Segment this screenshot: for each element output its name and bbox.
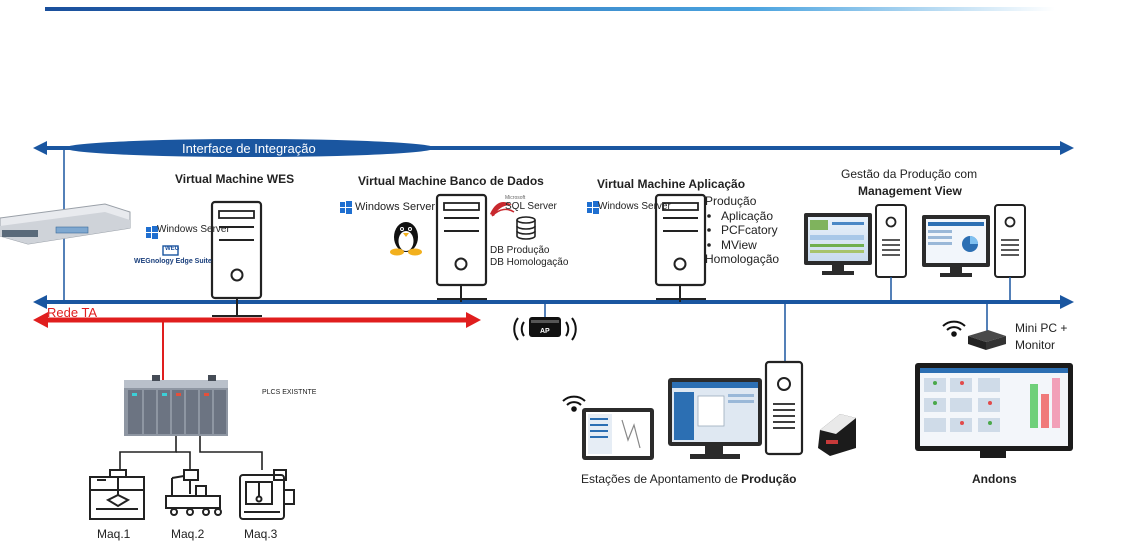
station-monitor-icon — [668, 378, 762, 459]
header-rule — [45, 7, 1055, 11]
plc-rack-icon — [124, 375, 228, 436]
windows-logo-icon — [587, 201, 599, 214]
weg-logo-icon — [162, 245, 179, 256]
minipc-label-line2: Monitor — [1015, 338, 1056, 352]
management-workstation-1-icon — [804, 204, 907, 278]
andons-label: Andons — [972, 472, 1017, 486]
app-pcfcatory-label: PCFcatory — [721, 223, 778, 237]
rede-ta-label: Rede TA — [47, 305, 98, 320]
app-bullets — [707, 214, 711, 247]
server-app-icon — [654, 193, 707, 302]
management-title-line1: Gestão da Produção com — [841, 167, 978, 181]
weg-logo-text: WEG — [165, 246, 180, 252]
tablet-icon — [582, 408, 654, 460]
integration-label: Interface de Integração — [182, 141, 316, 156]
management-workstation-2-icon — [922, 204, 1026, 278]
vm-app-os: Windows Server — [598, 201, 671, 212]
machine-1-label: Maq.1 — [97, 527, 131, 541]
plcs-label: PLCS EXISTNTE — [262, 389, 317, 396]
windows-logo-icon — [146, 226, 158, 239]
vm-wes-title: Virtual Machine WES — [175, 172, 295, 186]
label-printer-icon — [818, 414, 856, 456]
app-aplicacao-label: Aplicação — [721, 209, 774, 223]
vm-wes-os: Windows Server — [157, 224, 230, 235]
machine-3-icon — [239, 469, 295, 520]
machine-wiring — [119, 436, 263, 470]
network-switch-icon — [0, 203, 131, 245]
sql-server-logo-icon — [490, 201, 515, 217]
env-producao-label: Produção — [705, 194, 757, 208]
server-wes-icon — [210, 200, 263, 317]
access-point-icon — [513, 317, 577, 341]
db-producao-label: DB Produção — [490, 245, 550, 256]
windows-logo-icon — [340, 201, 352, 214]
vm-db-title: Virtual Machine Banco de Dados — [358, 174, 544, 188]
server-db-icon — [435, 193, 488, 302]
integration-bar — [33, 139, 1074, 157]
management-title-line2: Management View — [858, 184, 962, 198]
machine-3-label: Maq.3 — [244, 527, 278, 541]
station-pc-tower-icon — [764, 360, 804, 456]
linux-penguin-icon — [390, 222, 422, 256]
database-icon — [516, 216, 536, 240]
app-mview-label: MView — [721, 238, 757, 252]
mini-pc-icon — [968, 330, 1006, 350]
stations-label-prefix: Estações de Apontamento de — [581, 472, 742, 486]
andon-monitor-icon — [915, 363, 1073, 458]
wifi-icon — [942, 320, 966, 337]
wifi-icon — [562, 395, 586, 412]
sql-vendor-label: Microsoft — [505, 195, 526, 201]
stations-label: Estações de Apontamento de Produção — [581, 472, 796, 486]
ap-label: AP — [540, 328, 550, 335]
machine-2-label: Maq.2 — [171, 527, 205, 541]
vm-db-os: Windows Server — [355, 201, 436, 213]
machine-1-icon — [89, 469, 145, 520]
machine-2-icon — [165, 469, 222, 516]
db-homologacao-label: DB Homologação — [490, 257, 569, 268]
weg-suite-label: WEGnology Edge Suite — [134, 258, 212, 265]
sql-server-label: SQL Server — [505, 201, 557, 212]
main-network-bar — [33, 295, 1074, 309]
stations-label-bold: Produção — [741, 472, 797, 486]
env-homologacao-label: Homologação — [705, 252, 780, 266]
minipc-label-line1: Mini PC + — [1015, 321, 1068, 335]
vm-app-title: Virtual Machine Aplicação — [597, 177, 746, 191]
rede-ta-bar — [33, 312, 481, 328]
